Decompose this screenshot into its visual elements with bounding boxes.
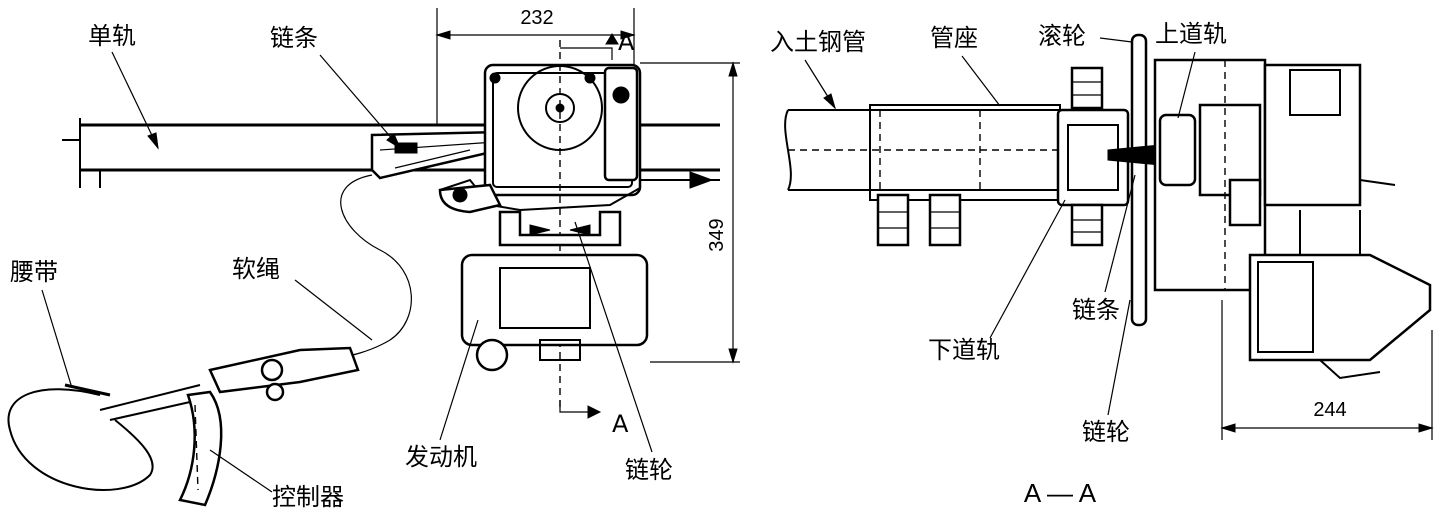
section-mark-top: A	[618, 28, 635, 56]
label-belt: 腰带	[10, 258, 58, 286]
section-marks: A A	[559, 28, 635, 438]
label-soft-rope: 软绳	[232, 255, 280, 283]
label-pipe-seat: 管座	[930, 24, 978, 52]
section-title: A — A	[1024, 478, 1097, 508]
engine-right-drawing	[1153, 58, 1432, 380]
dimension-232: 232	[520, 7, 553, 29]
label-lower-rail: 下道轨	[928, 336, 1000, 364]
label-chain-right: 链条	[1072, 296, 1120, 324]
dimension-width-left: 232	[435, 7, 636, 125]
dimension-244: 244	[1313, 399, 1346, 421]
left-view: 232 349 A A 单轨 链条 腰带 软绳	[7, 7, 740, 511]
dimension-width-right: 244	[1220, 300, 1434, 440]
label-controller: 控制器	[272, 483, 344, 511]
controller-drawing	[7, 174, 412, 507]
right-view: 244 入土钢管 管座 滚轮 上道轨 下道轨 链条 链轮 A — A	[770, 20, 1434, 508]
steel-pipe-drawing	[784, 104, 1061, 247]
label-engine: 发动机	[405, 443, 477, 471]
label-steel-pipe: 入土钢管	[770, 28, 866, 56]
dimension-height-left: 349	[640, 61, 740, 364]
dimension-349: 349	[706, 218, 728, 251]
section-mark-bottom: A	[612, 410, 629, 438]
engine-drawing	[438, 40, 720, 410]
chain-drawing	[370, 130, 502, 180]
label-sprocket-left: 链轮	[625, 456, 673, 484]
label-roller: 滚轮	[1038, 22, 1086, 50]
label-upper-rail: 上道轨	[1155, 20, 1227, 48]
label-monorail: 单轨	[88, 22, 136, 50]
label-chain: 链条	[270, 24, 318, 52]
label-sprocket-right: 链轮	[1082, 418, 1130, 446]
sprocket-disc-drawing	[1107, 33, 1170, 327]
rail-assembly-drawing	[1056, 66, 1130, 247]
